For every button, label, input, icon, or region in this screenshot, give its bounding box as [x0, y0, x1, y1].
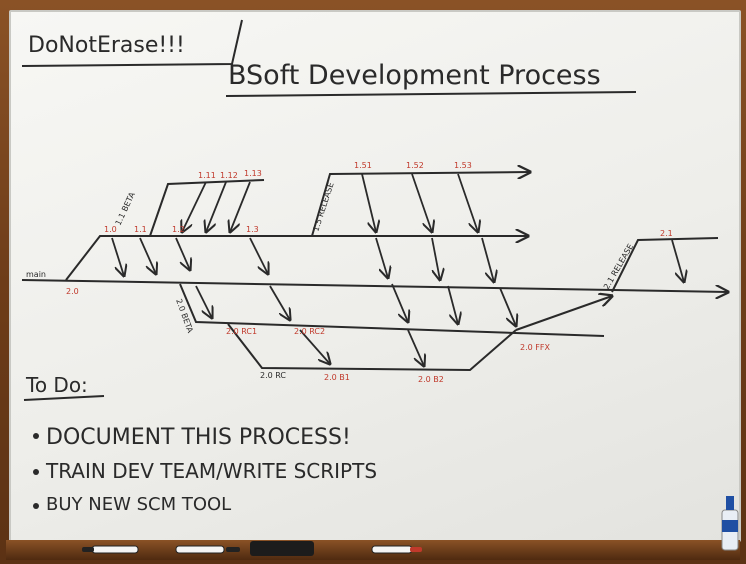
- branch-label: 1.1 BETA: [114, 190, 137, 226]
- merge-arrow: [481, 237, 494, 282]
- bullet: [33, 469, 39, 475]
- branch-1x: [65, 236, 528, 281]
- branch-label: 2.0 BETA: [174, 298, 195, 335]
- version-label: 2.0 B1: [324, 373, 350, 382]
- version-label: 1.13: [244, 169, 262, 178]
- merge-arrow: [671, 239, 684, 282]
- merge-arrow: [249, 237, 268, 274]
- main-trunk: [21, 279, 728, 292]
- branch-lines: [21, 172, 728, 372]
- marker-cap: [226, 547, 240, 552]
- branch-1-5: [311, 172, 530, 237]
- bottle-cap: [726, 496, 734, 510]
- eraser: [250, 541, 314, 556]
- version-label: 2.0: [66, 287, 79, 296]
- bottle-label: [722, 520, 738, 532]
- marker-cap: [82, 547, 94, 552]
- branch-1-1: [149, 179, 265, 237]
- branch-2-0-rc: [227, 323, 517, 372]
- marker-pen: [175, 545, 225, 554]
- bullet: [33, 433, 39, 439]
- marker-cap: [410, 547, 422, 552]
- version-label: 2.0 RC2: [294, 327, 325, 336]
- version-label: 2.0 FFX: [520, 343, 550, 352]
- merge-arrow: [411, 173, 432, 232]
- merge-arrow: [206, 181, 227, 232]
- todo-list: DOCUMENT THIS PROCESS! TRAIN DEV TEAM/WR…: [33, 425, 377, 515]
- marker-pen: [91, 545, 139, 554]
- merge-arrow: [361, 173, 376, 232]
- merge-arrow: [182, 181, 207, 232]
- version-label: 1.1: [134, 225, 147, 234]
- version-label: 1.3: [246, 225, 259, 234]
- do-not-erase-note: DoNotErase!!!: [21, 19, 243, 67]
- todo-heading: To Do:: [25, 373, 88, 397]
- merge-arrow: [175, 237, 190, 270]
- merge-arrow: [447, 285, 458, 324]
- version-label: 1.2: [172, 225, 185, 234]
- merge-arrow: [230, 181, 251, 232]
- version-label: 2.1: [660, 229, 673, 238]
- todo-item: TRAIN DEV TEAM/WRITE SCRIPTS: [45, 459, 377, 483]
- version-label: 1.11: [198, 171, 216, 180]
- branch-2-1: [611, 237, 719, 293]
- cleaner-bottle: [721, 496, 739, 551]
- bullet: [33, 503, 39, 509]
- branch-label: 2.0 RC: [260, 371, 286, 380]
- version-label: 1.51: [354, 161, 372, 170]
- version-label: 2.0 B2: [418, 375, 444, 384]
- branch-label-main: main: [26, 270, 46, 279]
- merge-arrow: [299, 329, 330, 364]
- version-label: 1.12: [220, 171, 238, 180]
- todo-item: DOCUMENT THIS PROCESS!: [46, 425, 351, 450]
- do-not-erase-text: DoNotErase!!!: [28, 33, 185, 58]
- merge-arrow: [195, 285, 212, 318]
- merge-arrow: [375, 237, 388, 278]
- merge-arrow: [269, 285, 290, 320]
- merge-arrow: [391, 283, 408, 322]
- branch-2-0: [179, 283, 605, 337]
- title-underline: [225, 91, 637, 97]
- version-label: 1.53: [454, 161, 472, 170]
- branch-label: 2.1 RELEASE: [602, 242, 635, 291]
- merge-arrow: [139, 237, 156, 274]
- merge-arrow: [499, 287, 516, 326]
- merge-arrows: [111, 173, 684, 366]
- markers: [82, 541, 422, 556]
- merge-arrow: [111, 237, 124, 276]
- merge-arrow: [457, 173, 478, 232]
- marker-pen: [371, 545, 413, 554]
- merge-arrow: [431, 237, 440, 280]
- merge-to-main: [515, 296, 612, 331]
- board-title: BSoft Development Process: [228, 60, 601, 91]
- merge-arrow: [407, 329, 424, 366]
- branch-label: 1.5 RELEASE: [311, 181, 335, 232]
- todo-item: BUY NEW SCM TOOL: [46, 494, 231, 515]
- todo-underline: [23, 395, 105, 401]
- version-label: 1.52: [406, 161, 424, 170]
- version-label: 2.0 RC1: [226, 327, 257, 336]
- version-label: 1.0: [104, 225, 117, 234]
